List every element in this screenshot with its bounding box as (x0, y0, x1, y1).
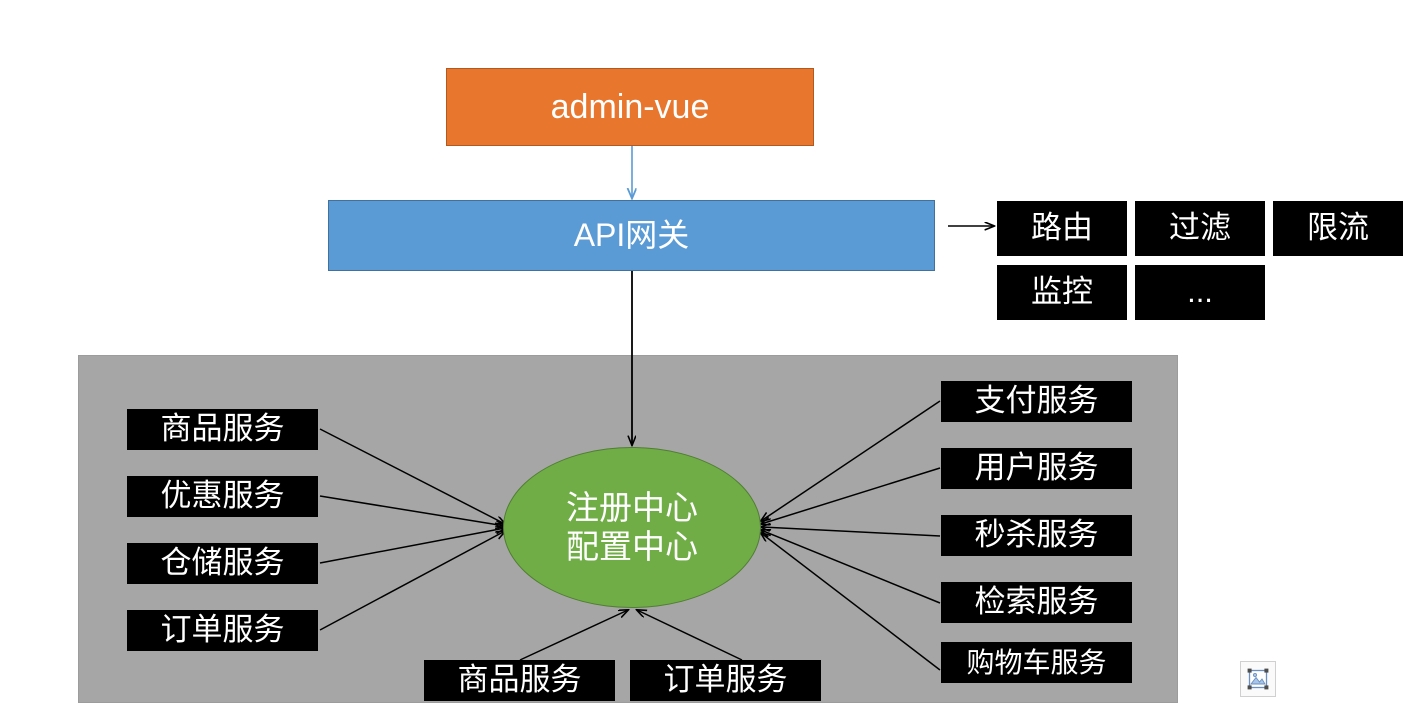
service-chip-label: 仓储服务 (160, 545, 285, 581)
service-chip-payment[interactable]: 支付服务 (941, 381, 1132, 422)
gateway-feature-label: 限流 (1307, 210, 1369, 246)
service-chip-label: 商品服务 (457, 662, 582, 698)
registry-config-center-node[interactable]: 注册中心 配置中心 (503, 447, 761, 608)
gateway-node[interactable]: API网关 (328, 200, 935, 271)
service-chip-user[interactable]: 用户服务 (941, 448, 1132, 489)
service-chip-product-bottom[interactable]: 商品服务 (424, 660, 615, 701)
service-chip-label: 优惠服务 (160, 478, 285, 514)
frontend-node-admin-vue[interactable]: admin-vue (446, 68, 814, 146)
service-chip-warehouse[interactable]: 仓储服务 (127, 543, 318, 584)
service-chip-label: 商品服务 (160, 411, 285, 447)
service-chip-search[interactable]: 检索服务 (941, 582, 1132, 623)
gateway-feature-label: 监控 (1031, 274, 1093, 310)
gateway-feature-more[interactable]: ... (1135, 265, 1265, 320)
service-chip-label: 用户服务 (974, 450, 1099, 486)
gateway-node-label: API网关 (573, 216, 690, 253)
gateway-feature-label: ... (1187, 274, 1213, 310)
gateway-feature-routing[interactable]: 路由 (997, 201, 1127, 256)
gateway-feature-monitoring[interactable]: 监控 (997, 265, 1127, 320)
service-chip-promotion[interactable]: 优惠服务 (127, 476, 318, 517)
frontend-node-label: admin-vue (550, 87, 710, 126)
gateway-feature-filter[interactable]: 过滤 (1135, 201, 1265, 256)
service-chip-label: 购物车服务 (966, 646, 1107, 678)
registry-label-line2: 配置中心 (566, 527, 698, 565)
service-chip-label: 订单服务 (663, 662, 788, 698)
broken-image-placeholder (1240, 661, 1276, 697)
service-chip-seckill[interactable]: 秒杀服务 (941, 515, 1132, 556)
service-chip-cart[interactable]: 购物车服务 (941, 642, 1132, 683)
service-chip-label: 检索服务 (974, 584, 1099, 620)
service-chip-label: 订单服务 (160, 612, 285, 648)
service-chip-order-left[interactable]: 订单服务 (127, 610, 318, 651)
broken-image-icon (1247, 668, 1269, 690)
gateway-feature-label: 过滤 (1169, 210, 1231, 246)
service-chip-product-left[interactable]: 商品服务 (127, 409, 318, 450)
registry-label-line1: 注册中心 (566, 488, 698, 526)
gateway-feature-rate-limit[interactable]: 限流 (1273, 201, 1403, 256)
service-chip-label: 秒杀服务 (974, 517, 1099, 553)
service-chip-order-bottom[interactable]: 订单服务 (630, 660, 821, 701)
gateway-feature-label: 路由 (1031, 210, 1093, 246)
service-chip-label: 支付服务 (974, 383, 1099, 419)
